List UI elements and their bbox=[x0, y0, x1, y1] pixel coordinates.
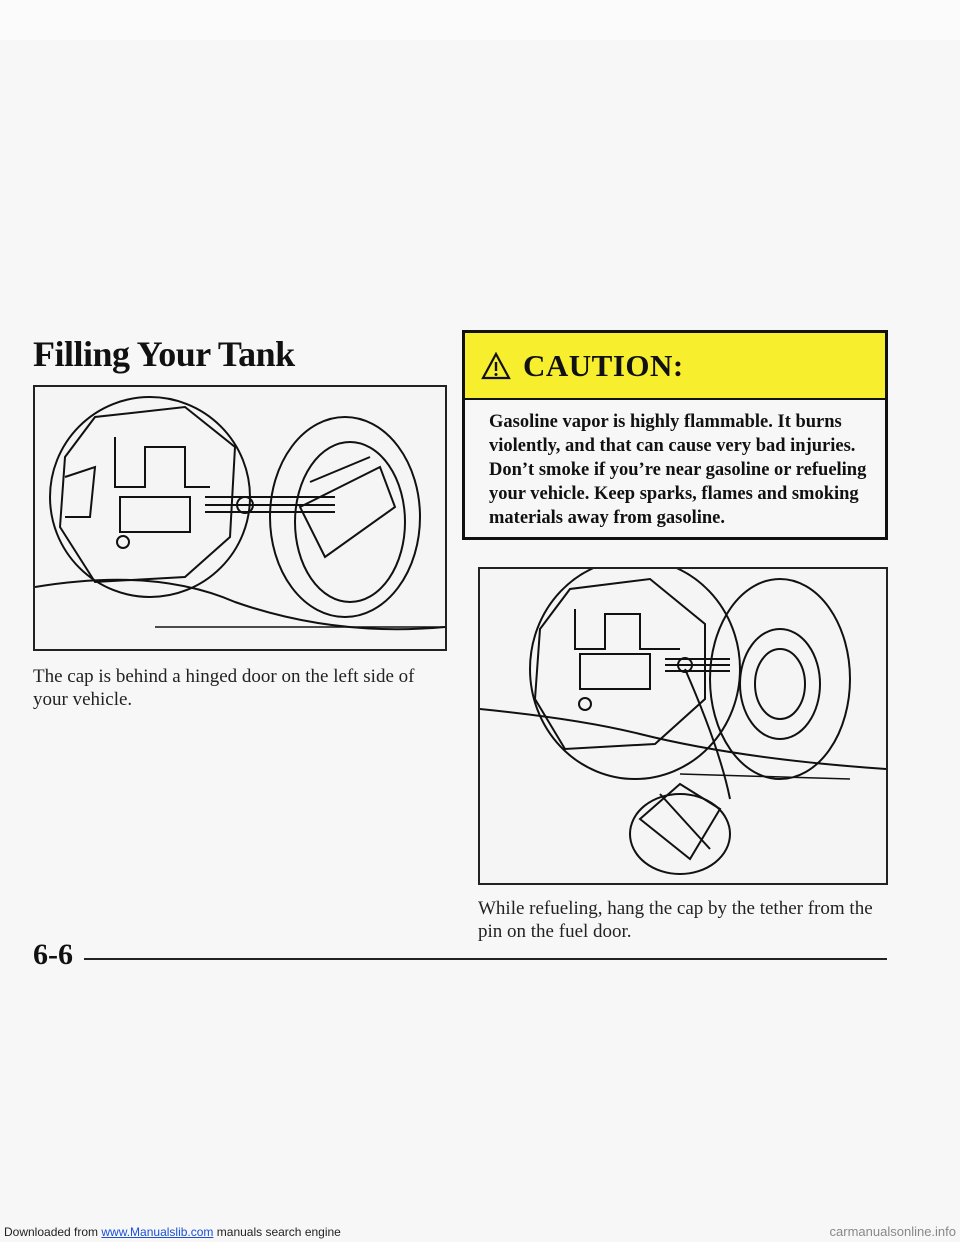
watermark: carmanualsonline.info bbox=[829, 1224, 956, 1239]
download-credit: Downloaded from www.Manualslib.com manua… bbox=[4, 1222, 341, 1242]
cap-on-tether-illustration bbox=[478, 567, 888, 885]
caution-header: CAUTION: bbox=[465, 333, 885, 400]
caution-title: CAUTION: bbox=[523, 347, 684, 383]
download-prefix: Downloaded from bbox=[4, 1225, 102, 1239]
page-number: 6-6 bbox=[33, 938, 73, 971]
cap-tether-drawing bbox=[480, 569, 886, 875]
manualslib-link[interactable]: www.Manualslib.com bbox=[101, 1225, 214, 1239]
top-margin bbox=[0, 0, 960, 40]
footer: Downloaded from www.Manualslib.com manua… bbox=[0, 1222, 960, 1242]
figure-caption: While refueling, hang the cap by the tet… bbox=[478, 898, 873, 942]
page-rule bbox=[84, 958, 887, 960]
caution-box: CAUTION: Gasoline vapor is highly flamma… bbox=[462, 330, 888, 540]
fuel-door-drawing bbox=[35, 396, 445, 631]
page-title: Filling Your Tank bbox=[33, 334, 295, 374]
fuel-door-illustration bbox=[33, 385, 447, 651]
figure-caption: The cap is behind a hinged door on the l… bbox=[33, 666, 415, 710]
warning-triangle-icon bbox=[481, 351, 511, 379]
caution-text: Gasoline vapor is highly flammable. It b… bbox=[489, 412, 867, 528]
download-suffix: manuals search engine bbox=[213, 1225, 341, 1239]
